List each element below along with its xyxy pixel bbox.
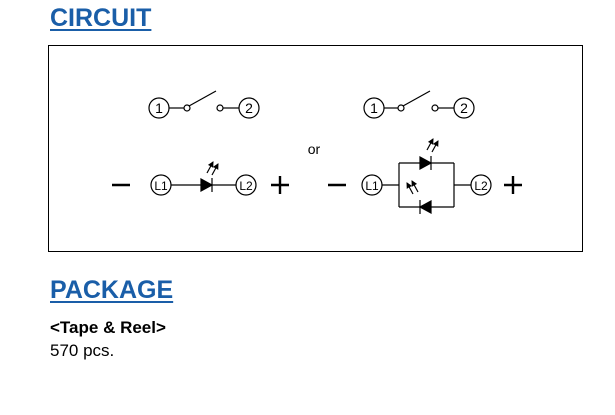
left-led-light-arrow-1: [206, 161, 214, 174]
or-separator: or: [308, 141, 321, 157]
circuit-diagram-box: 1 2 L1 L2 or 1 2: [48, 45, 583, 252]
left-switch-contact-2: [216, 104, 224, 112]
right-switch-terminal-1-label: 1: [370, 100, 378, 116]
circuit-diagram: 1 2 L1 L2 or 1 2: [112, 90, 522, 215]
left-switch-terminal-2-label: 2: [245, 100, 253, 116]
right-switch-terminal-2-label: 2: [460, 100, 468, 116]
right-led-bottom-light-arrow-1: [406, 182, 414, 195]
right-led-bottom-light-arrow-2: [411, 180, 419, 193]
right-led-bottom-diode-triangle: [418, 199, 432, 215]
package-quantity: 570 pcs.: [50, 341, 115, 360]
right-led-terminal-2-circle: [470, 174, 492, 196]
right-switch-contact-2: [431, 104, 439, 112]
right-led-terminal-1-label: L1: [365, 179, 379, 193]
right-switch-circuit: [363, 90, 475, 119]
right-led-top-diode-triangle: [419, 155, 433, 171]
package-title: PACKAGE: [50, 276, 174, 304]
right-led-top-light-arrow-1: [426, 138, 434, 151]
left-led-light-arrow-2: [211, 163, 219, 176]
package-type: <Tape & Reel>: [50, 318, 166, 337]
left-led-circuit: [112, 161, 289, 196]
right-led-circuit: [328, 138, 522, 215]
left-switch-terminal-2-circle: [238, 97, 260, 119]
circuit-title: CIRCUIT: [50, 4, 152, 32]
left-switch-lever: [188, 90, 217, 107]
right-led-top-light-arrow-2: [431, 140, 439, 153]
left-switch-circuit: [148, 90, 260, 119]
left-led-diode-triangle: [200, 177, 214, 193]
left-switch-terminal-1-label: 1: [155, 100, 163, 116]
right-led-terminal-2-label: L2: [474, 179, 488, 193]
right-switch-terminal-2-circle: [453, 97, 475, 119]
right-switch-lever: [402, 90, 431, 107]
left-led-terminal-1-label: L1: [154, 179, 168, 193]
right-switch-contact-1: [397, 104, 405, 112]
left-led-terminal-2-circle: [235, 174, 257, 196]
left-led-terminal-2-label: L2: [239, 179, 253, 193]
left-switch-contact-1: [183, 104, 191, 112]
